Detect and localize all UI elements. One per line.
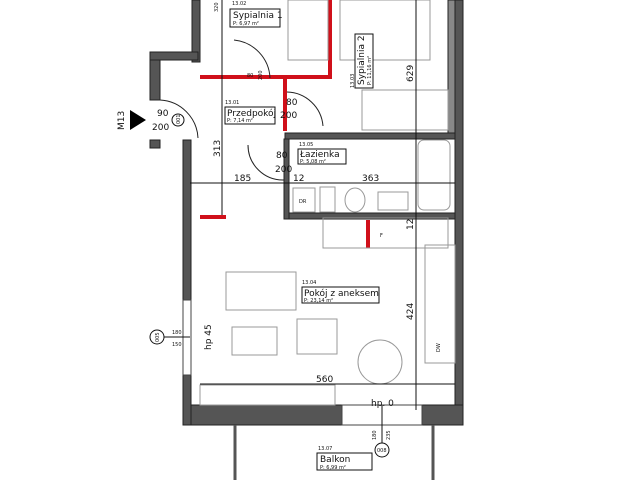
- door-hall: [286, 91, 324, 127]
- entrance-label: M13: [117, 111, 127, 130]
- room-label-box: [354, 33, 374, 89]
- dryer: [292, 187, 316, 213]
- kitchen-counter-side: [424, 244, 456, 364]
- red-wall-bed1-bottom: [200, 75, 332, 79]
- door-width: 80: [276, 151, 288, 161]
- room-number: 13.05: [299, 142, 313, 148]
- window-tag-circle: [374, 442, 390, 458]
- wall-bath-top: [284, 132, 456, 140]
- room-name: Przedpokój: [227, 108, 276, 119]
- red-wall-living: [200, 215, 226, 219]
- red-wall-kitchen: [366, 220, 370, 248]
- door-height: 200: [280, 111, 297, 121]
- room-name: Pokój z aneksem: [304, 288, 379, 299]
- washbasin-small: [319, 186, 336, 213]
- dim-560: 560: [316, 375, 333, 385]
- room-number: 13.03: [350, 74, 356, 88]
- room-number: 13.02: [232, 1, 246, 7]
- door-swings: [159, 39, 324, 181]
- room-area: P: 23,14 m²: [304, 298, 333, 304]
- door-bath: [247, 144, 285, 181]
- window-tag: 008: [377, 448, 387, 454]
- wall-bath-left: [283, 138, 290, 220]
- room-area: P: 6,97 m²: [233, 21, 259, 27]
- bed-2: [339, 0, 431, 61]
- room-label-box: [301, 286, 380, 304]
- red-wall-hall: [283, 79, 287, 131]
- door-width: 80: [247, 73, 253, 79]
- room-name: Sypialnia 2: [357, 35, 367, 85]
- dim-12-wall: 12: [406, 219, 416, 230]
- coffee-table: [231, 326, 278, 356]
- entrance-arrow-icon: [130, 110, 146, 130]
- kitchen-counter-top: [322, 217, 449, 249]
- wall-left-upper: [191, 0, 201, 63]
- room-label-box: [229, 8, 281, 28]
- toilet: [344, 187, 366, 213]
- door-tag: 001: [176, 114, 182, 124]
- furniture: [199, 0, 456, 480]
- dim-320: 320: [214, 2, 220, 12]
- dim-363: 363: [362, 174, 379, 184]
- new-walls: [200, 0, 370, 248]
- room-label-box: [297, 148, 347, 165]
- wardrobe: [361, 89, 449, 131]
- door-height: 200: [275, 165, 292, 175]
- room-name: Łazienka: [299, 150, 340, 160]
- room-label-bed2: Sypialnia 2 P: 11,16 m²: [354, 33, 374, 89]
- room-number: 13.01: [225, 100, 239, 106]
- wall-right: [454, 0, 464, 426]
- room-label-box: [224, 106, 276, 125]
- door-width: 80: [286, 98, 298, 108]
- red-wall-bed1-right: [328, 0, 332, 79]
- room-area: P: 7,14 m²: [227, 118, 253, 124]
- dimension-lines: [190, 0, 455, 410]
- door-height: 200: [152, 123, 169, 133]
- bed-1: [287, 0, 329, 61]
- wall-left: [182, 139, 192, 426]
- dim-12: 12: [293, 174, 304, 184]
- wall-entrance-lower: [149, 139, 161, 149]
- room-name: Sypialnia 1: [233, 11, 283, 21]
- room-area: P: 6,99 m²: [320, 465, 346, 471]
- window-sill: hp. 0: [371, 399, 394, 409]
- door-bed1: [233, 39, 271, 79]
- door-entrance: [159, 99, 199, 139]
- window-bottom: 150: [172, 342, 182, 348]
- armchair: [296, 318, 338, 355]
- dim-313: 313: [213, 140, 223, 157]
- radiator-bench: [199, 384, 336, 406]
- wall-bed2: [447, 0, 456, 134]
- window-bottom: 235: [386, 430, 392, 440]
- room-area: P: 11,16 m²: [367, 56, 373, 85]
- door-tag-circle: [171, 113, 185, 127]
- room-label-box: [316, 452, 373, 471]
- fridge-label: F: [380, 233, 383, 239]
- window-sill: hp 45: [204, 324, 214, 350]
- room-number: 13.07: [318, 446, 332, 452]
- sink: [377, 191, 409, 211]
- dishwasher-label: DW: [436, 343, 442, 352]
- dim-185: 185: [234, 174, 251, 184]
- room-area: P: 5,08 m²: [300, 159, 326, 165]
- bathtub: [417, 139, 451, 211]
- window-top: 180: [172, 330, 182, 336]
- door-height: 200: [258, 70, 264, 80]
- room-number: 13.04: [302, 280, 316, 286]
- window-top: 180: [372, 430, 378, 440]
- dim-629: 629: [406, 65, 416, 82]
- sofa: [225, 271, 297, 311]
- room-name: Balkon: [320, 455, 350, 465]
- window-tag-circle: [149, 329, 165, 345]
- dryer-label: DR: [299, 199, 307, 205]
- wall-entrance-cap: [149, 51, 199, 61]
- door-width: 90: [157, 109, 169, 119]
- dining-table: [357, 339, 403, 385]
- dim-424: 424: [406, 303, 416, 320]
- window-tag: 005: [155, 332, 161, 342]
